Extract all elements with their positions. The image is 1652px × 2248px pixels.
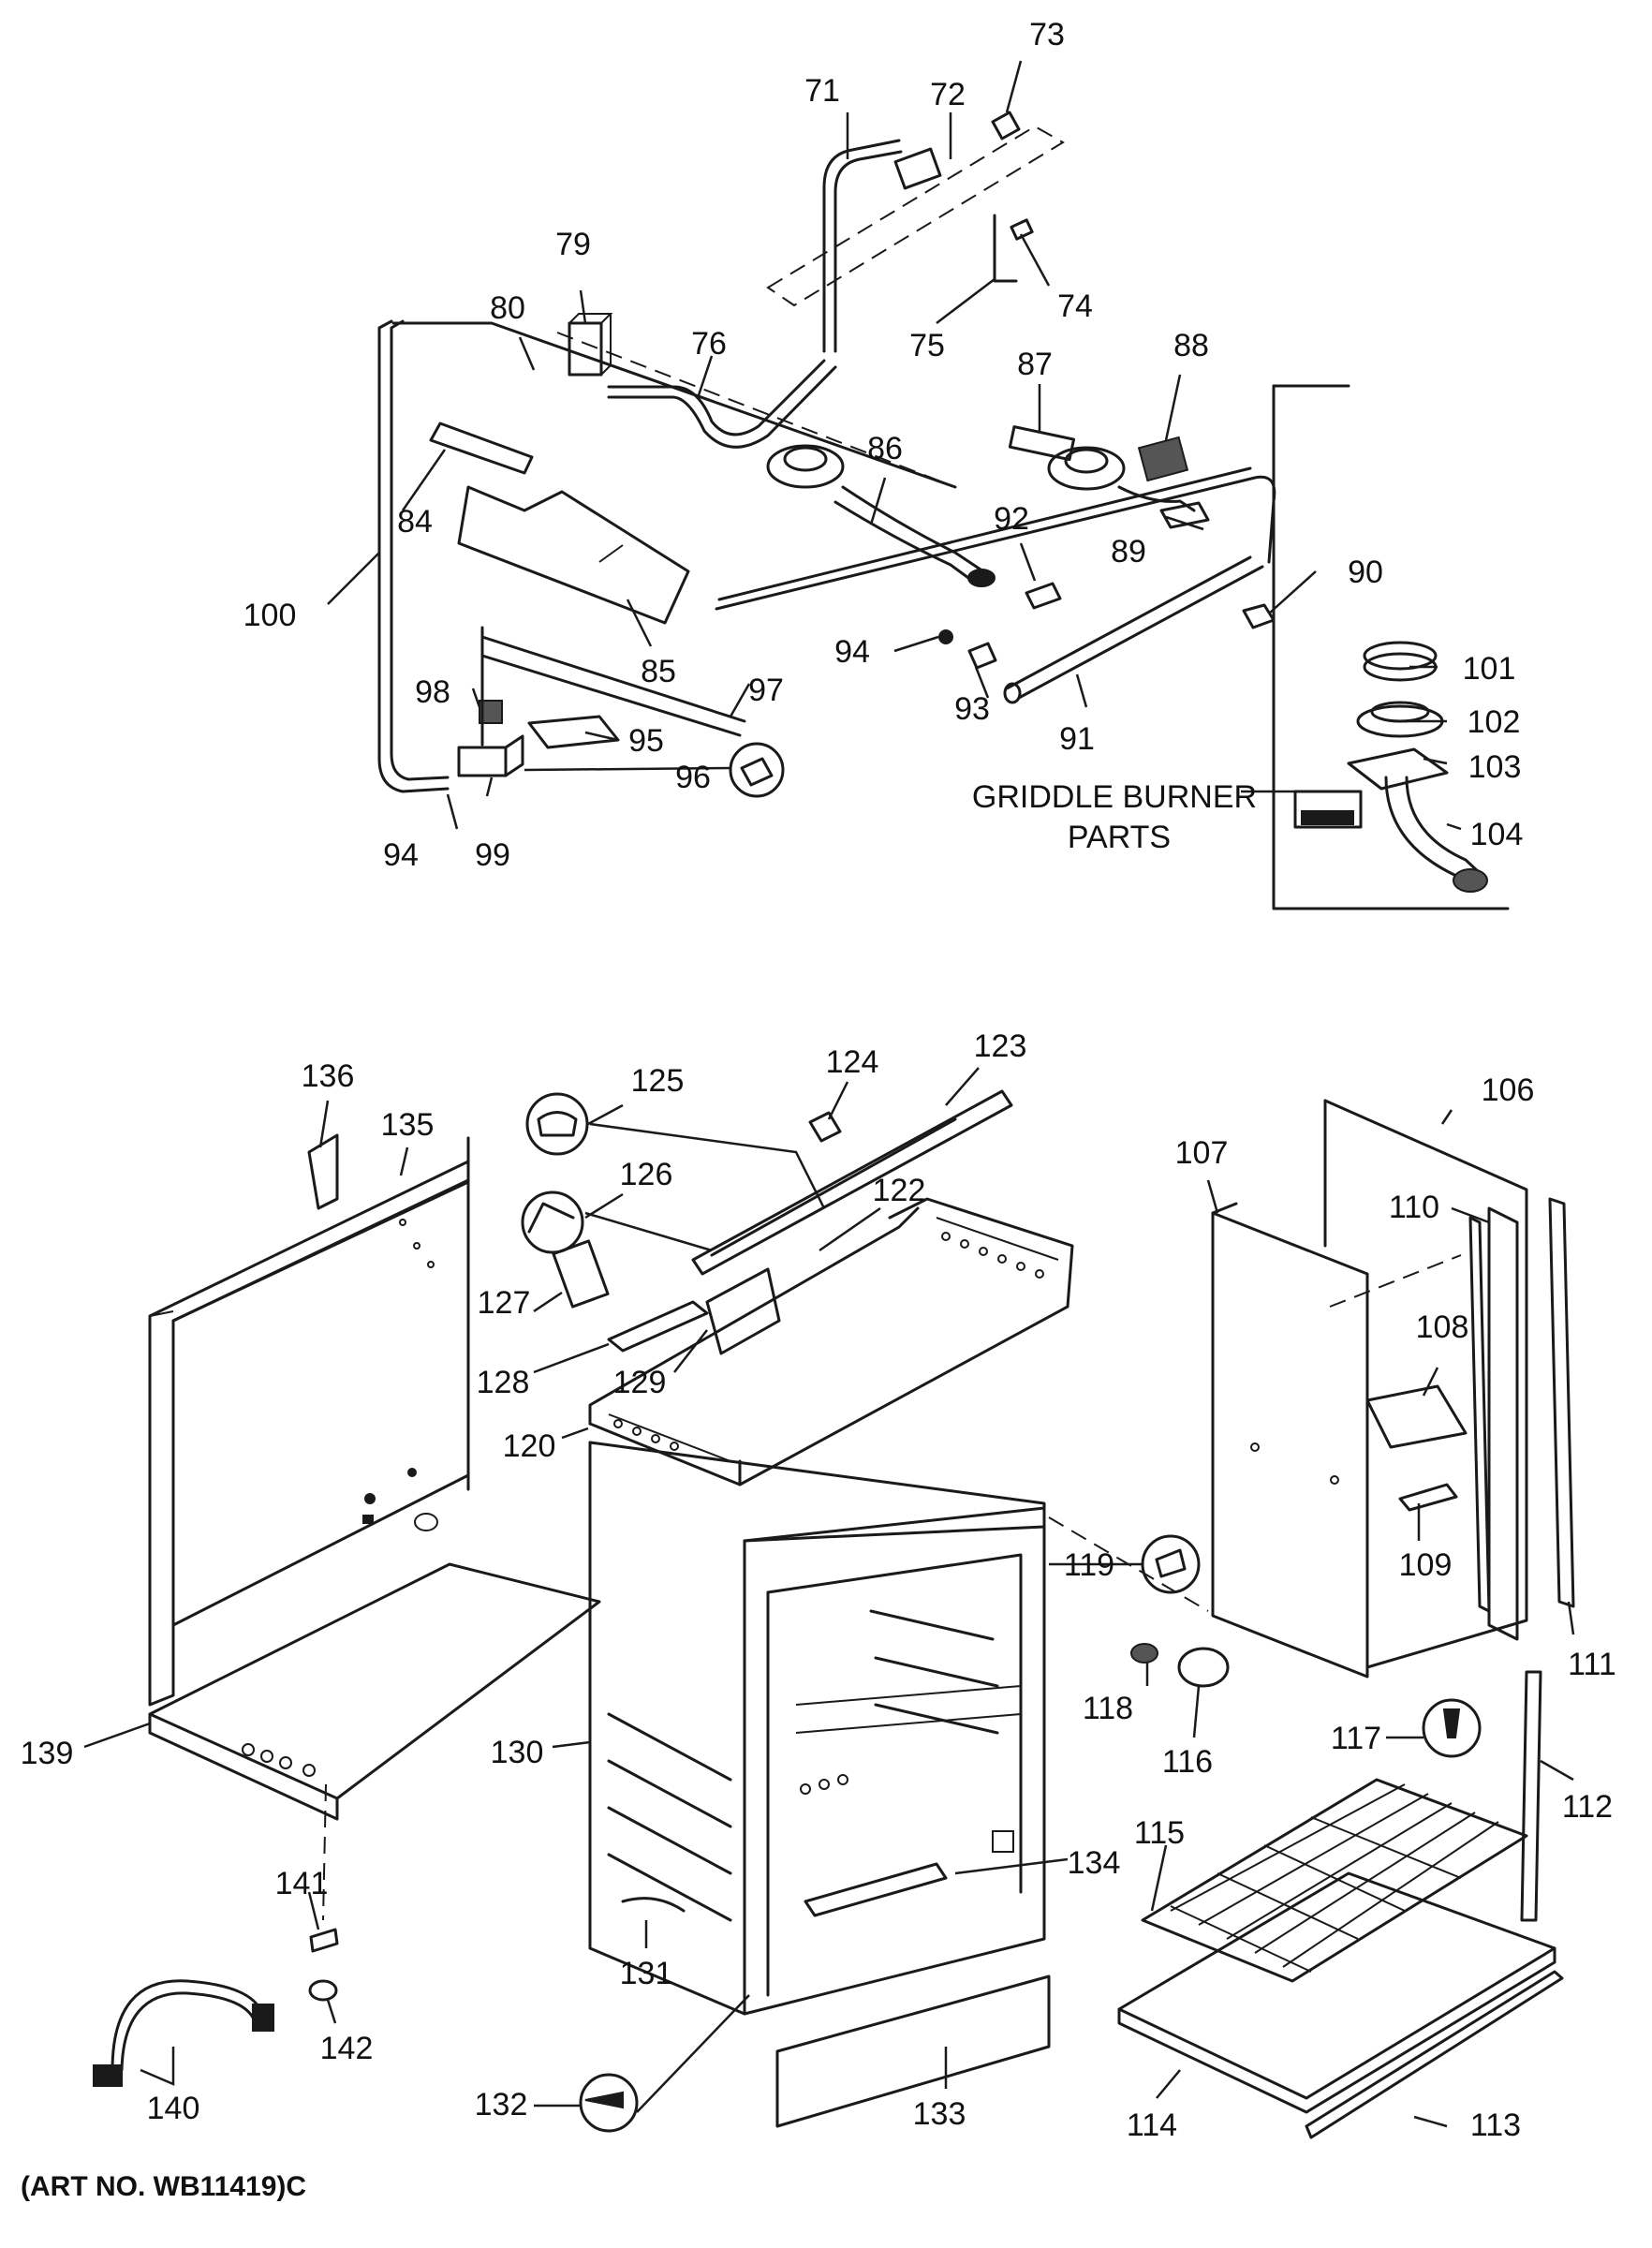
callout-79: 79 xyxy=(555,227,591,262)
callout-119: 119 xyxy=(1064,1547,1114,1583)
callout-113: 113 xyxy=(1470,2108,1521,2143)
top-burner-assembly xyxy=(377,111,1276,798)
callout-90: 90 xyxy=(1348,555,1383,590)
callout-118: 118 xyxy=(1083,1691,1133,1726)
callout-128: 128 xyxy=(477,1365,530,1400)
callout-124: 124 xyxy=(826,1044,879,1080)
callout-141: 141 xyxy=(275,1866,329,1901)
callout-129: 129 xyxy=(613,1365,667,1400)
callout-106: 106 xyxy=(1482,1072,1535,1108)
griddle-burner-parts-box xyxy=(1272,384,1510,910)
callout-72: 72 xyxy=(930,77,966,112)
callout-125: 125 xyxy=(631,1063,685,1099)
callout-94b: 94 xyxy=(383,837,419,873)
callout-133: 133 xyxy=(913,2096,966,2132)
callout-89: 89 xyxy=(1111,534,1146,569)
callout-85: 85 xyxy=(641,654,676,689)
callout-127: 127 xyxy=(478,1285,531,1321)
callout-136: 136 xyxy=(302,1058,355,1094)
callout-120: 120 xyxy=(503,1428,556,1464)
callout-123: 123 xyxy=(974,1028,1027,1064)
callout-139: 139 xyxy=(21,1736,74,1771)
griddle-heading-line1: GRIDDLE BURNER xyxy=(972,779,1257,815)
callout-94a: 94 xyxy=(834,634,870,670)
callout-110: 110 xyxy=(1389,1190,1439,1225)
callout-84: 84 xyxy=(397,504,433,540)
callout-116: 116 xyxy=(1162,1744,1213,1780)
art-number: (ART NO. WB11419)C xyxy=(21,2171,307,2202)
callout-131: 131 xyxy=(620,1956,673,1991)
callout-111: 111 xyxy=(1568,1647,1616,1682)
callout-109: 109 xyxy=(1399,1547,1453,1583)
callout-134: 134 xyxy=(1068,1845,1121,1881)
callout-104: 104 xyxy=(1470,817,1524,852)
callout-115: 115 xyxy=(1134,1815,1185,1851)
oven-cabinet-assembly xyxy=(93,332,1575,2139)
callout-91: 91 xyxy=(1059,721,1095,757)
callout-122: 122 xyxy=(873,1173,926,1208)
callout-101: 101 xyxy=(1463,651,1516,687)
callout-135: 135 xyxy=(381,1107,435,1143)
callout-80: 80 xyxy=(490,290,525,326)
callout-87: 87 xyxy=(1017,347,1053,382)
callout-73: 73 xyxy=(1029,17,1065,52)
callout-93: 93 xyxy=(954,691,990,727)
callout-98: 98 xyxy=(415,674,450,710)
callout-88: 88 xyxy=(1173,328,1209,363)
callout-126: 126 xyxy=(620,1157,673,1192)
callout-99: 99 xyxy=(475,837,510,873)
callout-142: 142 xyxy=(320,2031,374,2066)
callout-140: 140 xyxy=(147,2091,200,2126)
callout-75: 75 xyxy=(909,328,945,363)
callout-76: 76 xyxy=(691,326,727,362)
callout-labels: 71 72 73 74 75 76 79 80 84 85 86 87 88 8… xyxy=(21,17,1616,2143)
callout-95: 95 xyxy=(628,723,664,759)
callout-103: 103 xyxy=(1468,749,1522,785)
leader-lines xyxy=(83,60,1575,2128)
callout-132: 132 xyxy=(475,2087,528,2122)
callout-117: 117 xyxy=(1331,1721,1381,1756)
callout-97: 97 xyxy=(748,673,784,708)
callout-86: 86 xyxy=(867,431,903,466)
callout-92: 92 xyxy=(994,501,1029,537)
callout-108: 108 xyxy=(1416,1309,1469,1345)
callout-130: 130 xyxy=(491,1735,544,1770)
callout-112: 112 xyxy=(1562,1789,1613,1825)
callout-102: 102 xyxy=(1468,704,1521,740)
callout-100: 100 xyxy=(243,598,297,633)
callout-107: 107 xyxy=(1175,1135,1229,1171)
griddle-heading-line2: PARTS xyxy=(1068,820,1171,855)
callout-74: 74 xyxy=(1057,288,1093,324)
callout-71: 71 xyxy=(804,73,840,109)
callout-114: 114 xyxy=(1127,2108,1177,2143)
callout-96: 96 xyxy=(675,760,711,795)
